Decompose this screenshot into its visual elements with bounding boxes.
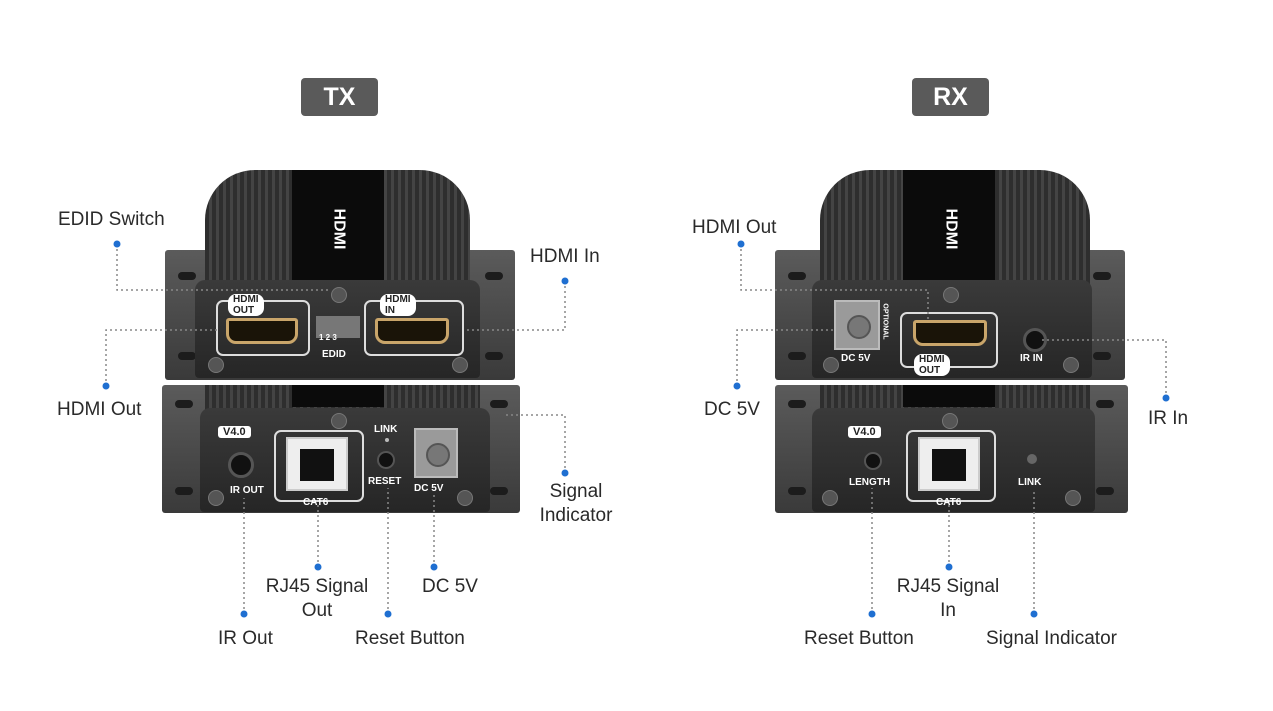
callout-dot	[314, 563, 322, 571]
tx-reset-button[interactable]	[377, 451, 395, 469]
callout-dot	[733, 382, 741, 390]
tx-label-dc5v: DC 5V	[422, 576, 478, 597]
callout-dot	[1162, 394, 1170, 402]
callout-dot	[868, 610, 876, 618]
tx-label-reset: Reset Button	[355, 628, 465, 649]
edid-label: EDID	[322, 349, 346, 360]
tx-rj45-port	[286, 437, 348, 491]
tx-label-hdmi-in: HDMI In	[530, 246, 600, 267]
rx-length-button[interactable]	[864, 452, 882, 470]
callout-dot	[430, 563, 438, 571]
rx-link-led	[1027, 454, 1037, 464]
ir-out-jack	[228, 452, 254, 478]
tx-label-signal-indicator: Signal Indicator	[539, 481, 613, 526]
tx-label-hdmi-out: HDMI Out	[57, 399, 142, 420]
tx-label-ir-out: IR Out	[218, 628, 273, 649]
rx-label-dc5v: DC 5V	[704, 399, 760, 420]
callout-dot	[737, 240, 745, 248]
tx-link-label: LINK	[374, 424, 398, 435]
rx-hdmi-out-port	[913, 320, 987, 346]
tx-hdmi-out-port	[226, 318, 298, 344]
tx-label-edid-switch: EDID Switch	[58, 209, 165, 230]
callout-dot	[945, 563, 953, 571]
tx-dc-jack	[414, 428, 458, 478]
callout-dot	[1030, 610, 1038, 618]
rx-label-reset: Reset Button	[804, 628, 914, 649]
rx-rj45-port	[918, 437, 980, 491]
rx-label-rj45: RJ45 Signal In	[896, 576, 1000, 621]
rx-label-ir-in: IR In	[1148, 408, 1189, 429]
callout-dot	[561, 277, 569, 285]
tx-link-led	[385, 438, 389, 442]
tx-version-label: V4.0	[218, 426, 251, 438]
rx-label-signal-indicator: Signal Indicator	[986, 628, 1117, 649]
tx-badge: TX	[301, 78, 378, 116]
tx-hdmi-out-label: HDMI OUT	[228, 294, 264, 316]
callout-dot	[102, 382, 110, 390]
tx-label-rj45: RJ45 Signal Out	[265, 576, 369, 621]
callout-dot	[113, 240, 121, 248]
rx-dc-jack	[834, 300, 880, 350]
rx-label-hdmi-out: HDMI Out	[692, 217, 777, 238]
callout-dot	[561, 469, 569, 477]
rx-badge: RX	[912, 78, 989, 116]
tx-hdmi-in-label: HDMI IN	[380, 294, 416, 316]
edid-dip-switch[interactable]	[316, 316, 360, 338]
callout-dot	[240, 610, 248, 618]
callout-dot	[384, 610, 392, 618]
tx-hdmi-in-port	[375, 318, 449, 344]
